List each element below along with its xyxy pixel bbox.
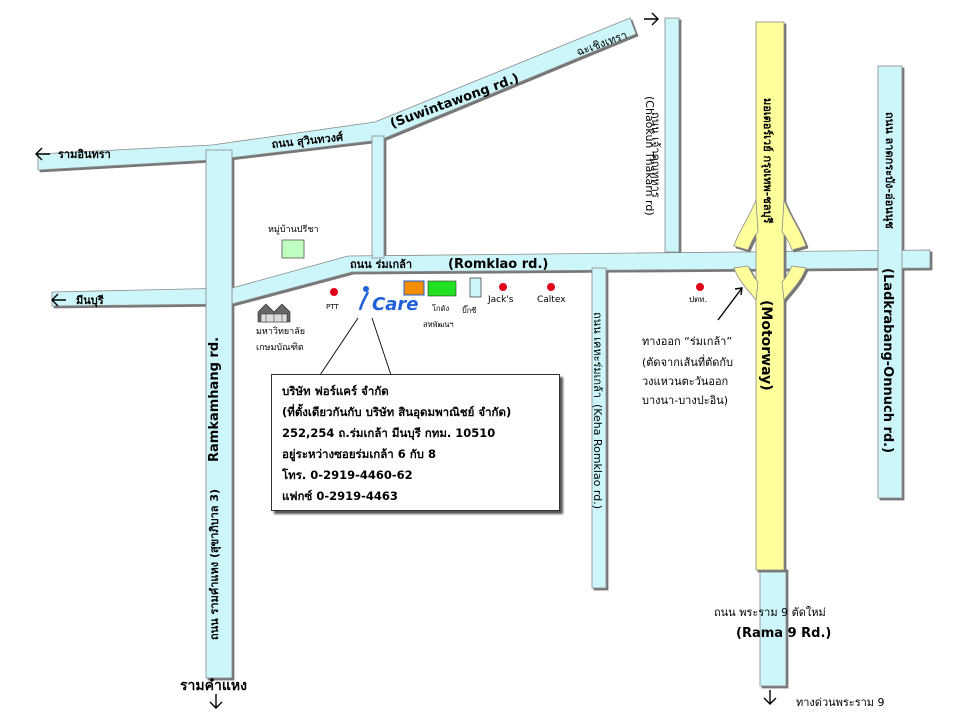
road-suwintawong xyxy=(37,17,637,171)
arrow-left-icon xyxy=(35,147,50,161)
interchange-ramps xyxy=(733,199,807,302)
ramkhamhaeng-bottom-label: รามคำแหง xyxy=(180,678,247,694)
icare-logo: Care xyxy=(358,286,418,315)
romklao-th-label: ถนน ร่มเกล้า xyxy=(350,258,412,271)
road-ladkrabang xyxy=(877,65,903,499)
company-between: อยู่ระหว่างซอยร่มเกล้า 6 กับ 8 xyxy=(282,447,436,461)
village-building xyxy=(281,239,305,259)
exit-note-line3: วงแหวนตะวันออก xyxy=(642,375,728,388)
bigc-building xyxy=(469,277,482,298)
keha-en-label: (Keha Romklao rd.) xyxy=(591,404,604,509)
jacks-marker-icon xyxy=(499,283,507,291)
ramkhamhaeng-en-label: Ramkamhang rd. xyxy=(207,337,222,462)
company-fax: แฟกซ์ 0-2919-4463 xyxy=(282,489,398,503)
motorway-en-label: (Motorway) xyxy=(758,300,774,391)
icare-logo-text: Care xyxy=(372,294,418,315)
road-chaokun xyxy=(664,17,680,253)
direction-arrows xyxy=(35,12,777,709)
roads xyxy=(37,17,931,687)
warehouse-label-1: โกดัง xyxy=(432,304,449,313)
exit-note-line2: (ตัดจากเส้นที่ตัดกับ xyxy=(642,354,733,369)
ram-intra-label: รามอินทรา xyxy=(58,148,111,161)
company-info-box: บริษัท ฟอร์แคร์ จำกัด (ที่ตั้งเดียวกันกั… xyxy=(271,374,560,511)
rama9-en-label: (Rama 9 Rd.) xyxy=(736,626,831,641)
ptt-label: PTT xyxy=(326,303,339,311)
keha-th-label: ถนน เคหะร่มเกล้า xyxy=(591,312,604,398)
store-logo-icon xyxy=(403,280,425,296)
exit-pointer-arrow xyxy=(717,287,743,321)
village-label: หมู่บ้านปรีชา xyxy=(268,224,319,235)
exit-note-line4: บางนา-บางปะอิน) xyxy=(642,394,728,407)
company-phone: โทร. 0-2919-4460-62 xyxy=(282,468,413,482)
arrow-down-icon xyxy=(763,690,777,705)
company-address: 252,254 ถ.ร่มเกล้า มีนบุรี กทม. 10510 xyxy=(282,426,496,440)
warehouse-label-2: สหพัฒนฯ xyxy=(423,320,454,329)
caltex-marker-icon xyxy=(547,283,555,291)
min-buri-label: มีนบุรี xyxy=(76,294,104,308)
ladkrabang-en-label: (Ladkrabang-Onnuch rd.) xyxy=(880,268,895,453)
motorway xyxy=(733,21,807,571)
rama9-expressway-label: ทางด่วนพระราม 9 xyxy=(796,696,885,709)
bigc-label: บิ๊กซี xyxy=(462,305,477,315)
road-romklao xyxy=(231,249,931,305)
ptt-marker-icon xyxy=(330,288,338,296)
chaokun-th-label: ถนน เจ้าคุณทหาร xyxy=(649,112,662,198)
ptt2-marker-icon xyxy=(696,283,704,291)
rama9-th-label: ถนน พระราม 9 ตัดใหม่ xyxy=(714,606,826,619)
caltex-label: Caltex xyxy=(537,295,566,305)
ptt2-label: ปตท. xyxy=(689,295,707,304)
university-label-2: เกษมบัณฑิต xyxy=(256,342,304,353)
road-connector xyxy=(371,135,385,259)
company-name: บริษัท ฟอร์แคร์ จำกัด xyxy=(282,384,389,398)
motorway-th-label: มอเตอร์เวย์ กรุงเทพ-ชลบุรี xyxy=(760,98,774,223)
arrow-right-icon xyxy=(644,12,659,26)
callout-lines xyxy=(317,317,393,379)
ramkhamhaeng-th-label: ถนน รามคำแหง (สุขาภิบาล 3) xyxy=(208,489,222,640)
university-icon xyxy=(257,303,291,323)
arrow-left-icon xyxy=(51,293,66,307)
warehouse-building xyxy=(427,280,457,297)
romklao-en-label: (Romklao rd.) xyxy=(448,257,548,272)
university-label-1: มหาวิทยาลัย xyxy=(256,326,305,337)
road-rama9 xyxy=(759,567,787,687)
road-ramkhamhaeng xyxy=(205,149,233,679)
ladkrabang-th-label: ถนน ลาดกระบัง-อ่อนนุช xyxy=(882,112,896,229)
road-keha xyxy=(591,267,607,589)
exit-note-line1: ทางออก “ร่มเกล้า” xyxy=(642,335,732,348)
arrow-down-icon xyxy=(209,694,223,709)
chaokun-en-label: (Chaokun Thakarn rd) xyxy=(643,96,656,216)
suwintawong-en-label: (Suwintawong rd.) xyxy=(388,71,521,132)
jacks-label: Jack's xyxy=(487,295,514,305)
company-colocated: (ที่ตั้งเดียวกันกับ บริษัท สินอุดมพาณิชย… xyxy=(282,405,512,419)
